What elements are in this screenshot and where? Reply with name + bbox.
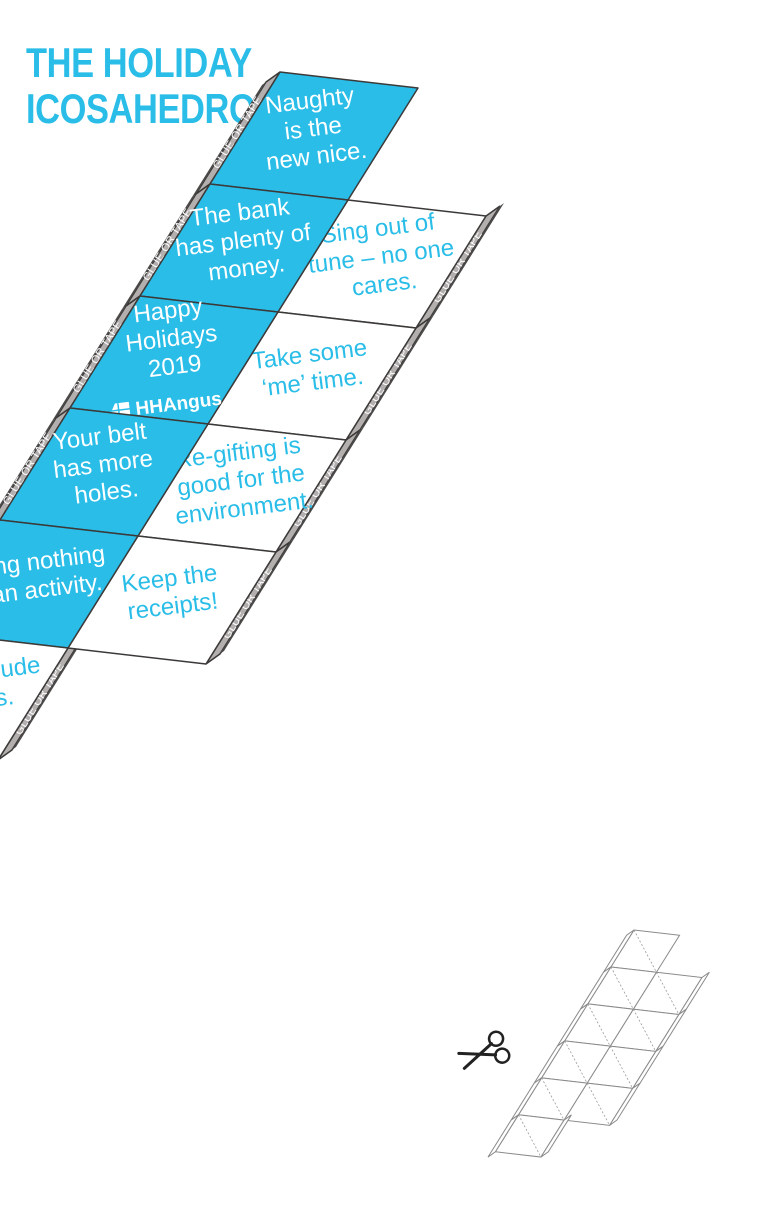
face: Sing out oftune – no onecares.	[277, 199, 487, 329]
face-message: Keep thereceipts!	[120, 559, 222, 625]
glue-tab-edge	[0, 418, 56, 508]
thumbnail-tab	[487, 1114, 519, 1158]
title-line-1: THE HOLIDAY	[26, 39, 252, 86]
page-title: THE HOLIDAY ICOSAHEDRON	[26, 40, 280, 132]
face-message: HappyHolidays2019	[121, 292, 222, 386]
faces: Naughtyis thenew nice.Sing out oftune – …	[0, 71, 487, 759]
face-white	[0, 639, 69, 759]
face: Keep thereceipts!	[67, 535, 277, 665]
glue-tab-edge	[220, 539, 294, 654]
face: Your belthas moreholes.	[0, 407, 209, 537]
scissors-icon	[457, 1030, 511, 1070]
glue-tab-edge	[52, 306, 126, 421]
face: Take some‘me’ time.	[207, 311, 417, 441]
glue-tab-edge	[360, 315, 434, 430]
thumbnail-tab	[540, 1114, 572, 1158]
glue-tab-edge	[430, 203, 504, 318]
glue-tab-edge	[12, 635, 86, 750]
face-message: The bankhas plenty ofmoney.	[170, 191, 316, 290]
face: The bankhas plenty ofmoney.	[139, 183, 349, 313]
glue-tab-edge	[290, 427, 364, 542]
glue-tab-edge	[122, 194, 196, 309]
face: Naughtyis thenew nice.	[209, 71, 419, 201]
face-message: Your belthas moreholes.	[48, 417, 157, 512]
glue-tab-edge	[192, 82, 266, 197]
face-message-line: 2019	[147, 350, 203, 383]
thumbnail-tab	[609, 1082, 641, 1126]
face: Doing nothingis an activity.	[0, 519, 139, 649]
face: Always includebatteries.	[0, 639, 69, 759]
net-thumbnail-icon	[487, 929, 710, 1158]
